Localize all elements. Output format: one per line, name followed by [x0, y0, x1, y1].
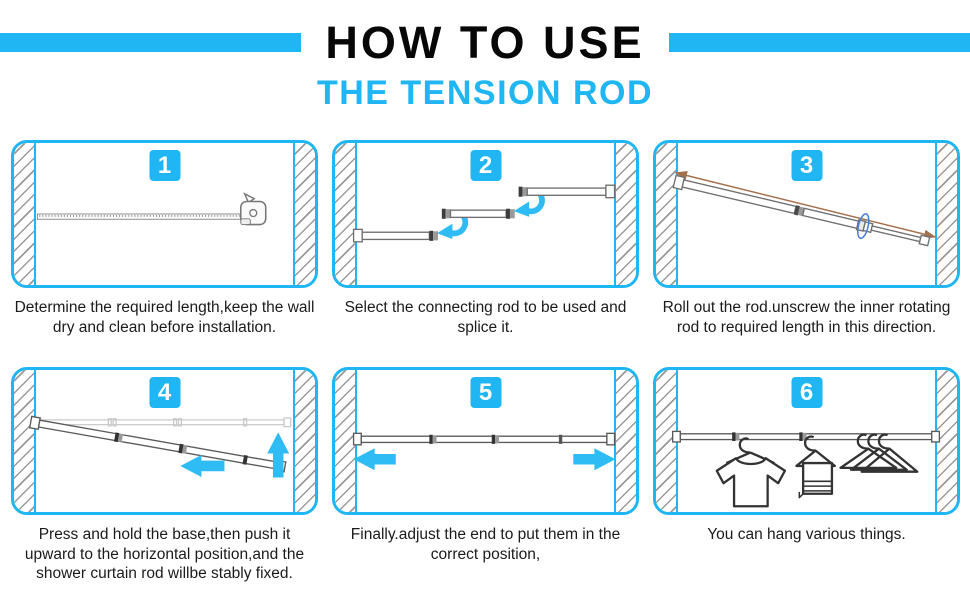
step-card-3: 3 Roll out the rod.unscrew the inner rot… [653, 140, 960, 367]
step-4-panel: 4 [11, 367, 318, 515]
unscrew-rod-illustration [672, 171, 937, 247]
measuring-tape-blade [36, 213, 243, 220]
step-3-panel: 3 [653, 140, 960, 288]
right-arrow-icon [573, 448, 616, 471]
adjust-ends-illustration [352, 432, 616, 471]
step-5-panel: 5 [332, 367, 639, 515]
step-number-badge: 3 [791, 150, 822, 181]
step-number-badge: 4 [149, 377, 180, 408]
step-number-badge: 2 [470, 150, 501, 181]
step-number-badge: 1 [149, 150, 180, 181]
step-6-caption: You can hang various things. [707, 526, 906, 543]
hanging-items-illustration [671, 430, 941, 508]
steps-grid: 1 Determine the required length,keep the… [11, 140, 960, 594]
wall-hatch-right [293, 143, 315, 285]
step-4-caption: Press and hold the base,then push it upw… [24, 526, 305, 583]
wall-hatch-right [935, 370, 957, 512]
step-5-caption: Finally.adjust the end to put them in th… [350, 526, 621, 563]
step-1-caption: Determine the required length,keep the w… [14, 299, 315, 336]
rod-segment [518, 184, 616, 199]
step-number-badge: 5 [470, 377, 501, 408]
telescoping-rod [672, 174, 931, 247]
step-3-caption: Roll out the rod.unscrew the inner rotat… [662, 299, 951, 336]
push-up-rod-illustration [28, 415, 292, 478]
extend-double-arrow-icon [674, 171, 937, 239]
wall-hatch-left [14, 370, 36, 512]
header: HOW TO USE THE TENSION ROD [0, 0, 970, 110]
left-arrow-icon [180, 454, 225, 477]
page-title: HOW TO USE [325, 17, 645, 68]
step-1-panel: 1 [11, 140, 318, 288]
step-2-caption: Select the connecting rod to be used and… [344, 299, 627, 336]
rod-segment [352, 228, 439, 243]
ghost-rod-final-position [35, 417, 292, 428]
hanger-icon [860, 433, 919, 473]
measuring-tape-icon [240, 192, 267, 226]
step-card-2: 2 Select the connecting rod to be used a… [332, 140, 639, 367]
rod-segment [441, 208, 515, 219]
rotation-ring-icon [857, 213, 870, 239]
header-accent-bar-right [668, 33, 970, 52]
towel-icon [795, 435, 836, 499]
step-card-4: 4 Press and hold the base,then push it u… [11, 367, 318, 594]
tshirt-icon [715, 437, 787, 508]
hanger-icon [839, 433, 898, 470]
step-card-1: 1 Determine the required length,keep the… [11, 140, 318, 367]
step-card-5: 5 Finally.adjust the end to put them in … [332, 367, 639, 594]
wall-hatch-left [14, 143, 36, 285]
step-card-6: 6 You can hang various things. [653, 367, 960, 594]
hanger-icon [849, 433, 908, 471]
page-subtitle: THE TENSION ROD [316, 74, 654, 112]
step-number-badge: 6 [791, 377, 822, 408]
header-accent-bar-left [0, 33, 302, 52]
measuring-tape-illustration [36, 192, 267, 226]
wall-hatch-left [335, 143, 357, 285]
splice-rods-illustration [352, 184, 616, 243]
left-arrow-icon [353, 448, 396, 471]
wall-hatch-right [293, 370, 315, 512]
wall-hatch-right [614, 143, 636, 285]
up-arrow-icon [267, 432, 290, 478]
step-2-panel: 2 [332, 140, 639, 288]
telescoping-rod [352, 432, 616, 446]
step-6-panel: 6 [653, 367, 960, 515]
